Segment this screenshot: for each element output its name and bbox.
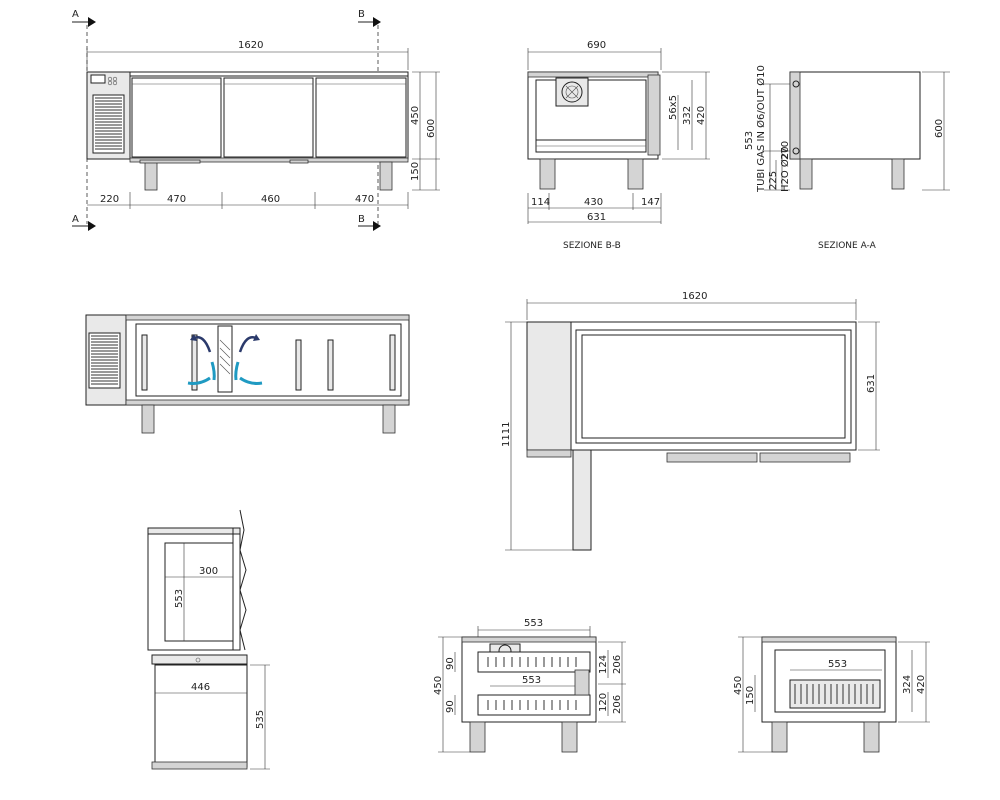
section-arrow-icon [88,221,96,231]
leg [141,404,155,434]
dim-270: 270 [780,141,791,160]
dim-plan-1111: 1111 [501,422,512,447]
vent-grille [88,332,121,389]
dim-206b: 206 [612,695,623,714]
section-letter: A [72,214,79,225]
open-door [572,449,592,551]
dim-grid-150: 150 [745,686,756,705]
dim-446: 446 [191,682,210,693]
drawer-base [154,664,248,768]
fan-icon [561,81,583,103]
drawer-detail-view: 300 553 446 535 [147,509,270,770]
dim-drawers-553: 553 [524,618,543,629]
door-2 [223,77,314,158]
airflow-arrow-icon [187,376,211,385]
leg [382,404,396,434]
section-aa-view: 553 TUBI GAS IN Ø6/OUT Ø10 225 H2O Ø20 2… [744,65,950,251]
door-profile [647,74,661,156]
h2o-note: H2O Ø20 [779,146,791,192]
pipe-gas-note: TUBI GAS IN Ø6/OUT Ø10 [755,65,767,193]
break-line [239,509,247,651]
vent-grille [92,94,125,154]
dim-147: 147 [641,197,660,208]
upper-drawer [477,651,591,673]
dim-225: 225 [768,171,779,190]
dim-324: 324 [902,675,913,694]
dim-grid-450: 450 [733,676,744,695]
dim-grid-553: 553 [828,659,847,670]
dim-332: 332 [682,106,693,125]
dim-drawers-553-inner: 553 [522,675,541,686]
leg [379,161,393,191]
dim-300: 300 [199,566,218,577]
dim-seg-460: 460 [261,194,280,205]
dim-height-150: 150 [410,162,421,181]
leg [144,161,158,191]
dim-631: 631 [587,212,606,223]
dim-plan-631: 631 [866,374,877,393]
section-arrow-icon [373,221,381,231]
leg [539,158,556,190]
dim-553-aa: 553 [744,131,755,150]
grid-section-view: 553 450 150 324 420 [733,636,930,753]
evaporator [217,325,233,393]
dim-206a: 206 [612,655,623,674]
leg [469,721,486,753]
drawer-inner [164,542,234,642]
dim-height-450: 450 [410,106,421,125]
section-bb-view: 690 56x5 332 420 114 430 147 631 SEZIONE… [527,40,710,251]
dim-grid-420: 420 [916,675,927,694]
control-panel-display [90,74,106,84]
leg [771,721,788,753]
section-arrow-icon [88,17,96,27]
lower-drawer [477,694,591,716]
section-marker-b-top: B [358,9,381,27]
section-aa-body [789,71,921,160]
door-1 [131,77,222,158]
dim-90b: 90 [445,700,456,713]
dim-drawers-450: 450 [433,676,444,695]
dim-690: 690 [587,40,606,51]
dim-90a: 90 [445,657,456,670]
leg [799,158,813,190]
section-aa-title: SEZIONE A-A [818,241,877,251]
section-arrow-icon [373,17,381,27]
return-air-arrow-icon [238,336,257,353]
dim-120: 120 [598,693,609,712]
section-bb-title: SEZIONE B-B [563,241,621,251]
dim-420: 420 [696,106,707,125]
dim-535: 535 [255,710,266,729]
dim-height-600: 600 [426,119,437,138]
dim-seg-470b: 470 [355,194,374,205]
dim-114: 114 [531,197,550,208]
section-marker-b-bottom: B [358,214,381,231]
dim-124: 124 [598,655,609,674]
airflow-section-view [85,314,410,434]
plan-view: 1620 631 1111 [501,291,880,551]
leg [627,158,644,190]
section-letter: A [72,9,79,20]
return-air-arrow-icon [193,336,212,353]
dim-430: 430 [584,197,603,208]
dim-seg-470: 470 [167,194,186,205]
section-letter: B [358,214,365,225]
leg [891,158,905,190]
dim-553-drawer: 553 [174,589,185,608]
dim-600-aa: 600 [934,119,945,138]
section-letter: B [358,9,365,20]
dim-plan-1620: 1620 [682,291,707,302]
dim-width-1620: 1620 [238,40,263,51]
wire-grid [789,679,881,709]
door-3 [315,77,407,158]
dim-seg-220: 220 [100,194,119,205]
section-marker-a-bottom: A [72,214,96,231]
section-marker-a-top: A [72,9,96,27]
airflow-arrow-icon [239,376,263,385]
leg [863,721,880,753]
drawers-section-view: 553 553 450 90 90 [433,618,626,753]
leg [561,721,578,753]
dim-56x5: 56x5 [668,95,679,120]
front-view: A B A B 1620 [72,9,440,231]
